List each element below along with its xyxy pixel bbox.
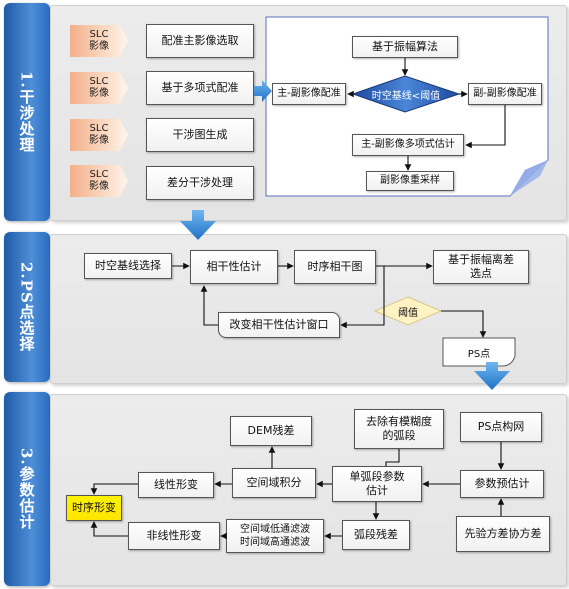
s2-change-window: 改变相干性估计窗口 — [218, 312, 340, 338]
section-2-bar: 2.PS点选择 — [4, 232, 50, 382]
s2-ps-points: PS点 — [467, 348, 491, 360]
inset-resample: 副影像重采样 — [366, 171, 454, 191]
s3-dem-residual: DEM残差 — [230, 416, 312, 446]
s3-timeseries-deformation: 时序形变 — [66, 495, 122, 521]
step-master-select: 配准主影像选取 — [146, 24, 254, 58]
s2-coherence-estimate: 相干性估计 — [190, 250, 278, 284]
section-3-bar: 3.参数估计 — [4, 392, 50, 586]
inset-decision: 时空基线<阈值 — [371, 90, 441, 102]
slc-tag-2: SLC 影像 — [70, 72, 128, 104]
inset-poly-estimate: 主-副影像多项式估计 — [352, 134, 464, 156]
section-1-bar: 1.干涉处理 — [4, 3, 50, 221]
section-1-panel — [50, 5, 567, 221]
s2-ts-coherence: 时序相干图 — [294, 250, 376, 284]
section-2-title: 2.PS点选择 — [17, 262, 36, 352]
section-1-title: 1.干涉处理 — [17, 71, 36, 153]
step-poly-registration: 基于多项式配准 — [146, 71, 254, 105]
step-differential: 差分干涉处理 — [146, 166, 254, 200]
s2-baseline-select: 时空基线选择 — [84, 253, 172, 279]
slc-tag-1: SLC 影像 — [70, 25, 128, 57]
inset-amplitude-algo: 基于振幅算法 — [352, 36, 458, 58]
s3-remove-ambiguity: 去除有模糊度 的弧段 — [354, 409, 444, 449]
s3-filters: 空间域低通滤波 时间域高通滤波 — [226, 519, 324, 553]
s3-spatial-integral: 空间域积分 — [232, 468, 316, 498]
s3-arc-residual: 弧段残差 — [342, 520, 410, 550]
slc-tag-4: SLC 影像 — [70, 165, 128, 197]
s3-linear-deformation: 线性形变 — [138, 472, 214, 498]
s3-ps-network: PS点构网 — [460, 412, 542, 442]
s2-amp-dispersion: 基于振幅离差 选点 — [433, 250, 529, 284]
s2-threshold: 阈值 — [398, 307, 418, 319]
s3-nonlinear-deformation: 非线性形变 — [128, 522, 220, 550]
step-interferogram: 干涉图生成 — [146, 118, 254, 152]
s3-param-preestimate: 参数预估计 — [460, 470, 544, 498]
inset-slave-registration: 副-副影像配准 — [468, 83, 542, 105]
inset-master-registration: 主-副影像配准 — [272, 83, 346, 105]
s3-single-arc: 单弧段参数 估计 — [332, 466, 422, 502]
s3-prior-variance: 先验方差协方差 — [456, 516, 550, 552]
section-3-title: 3.参数估计 — [17, 448, 36, 530]
slc-tag-3: SLC 影像 — [70, 119, 128, 151]
